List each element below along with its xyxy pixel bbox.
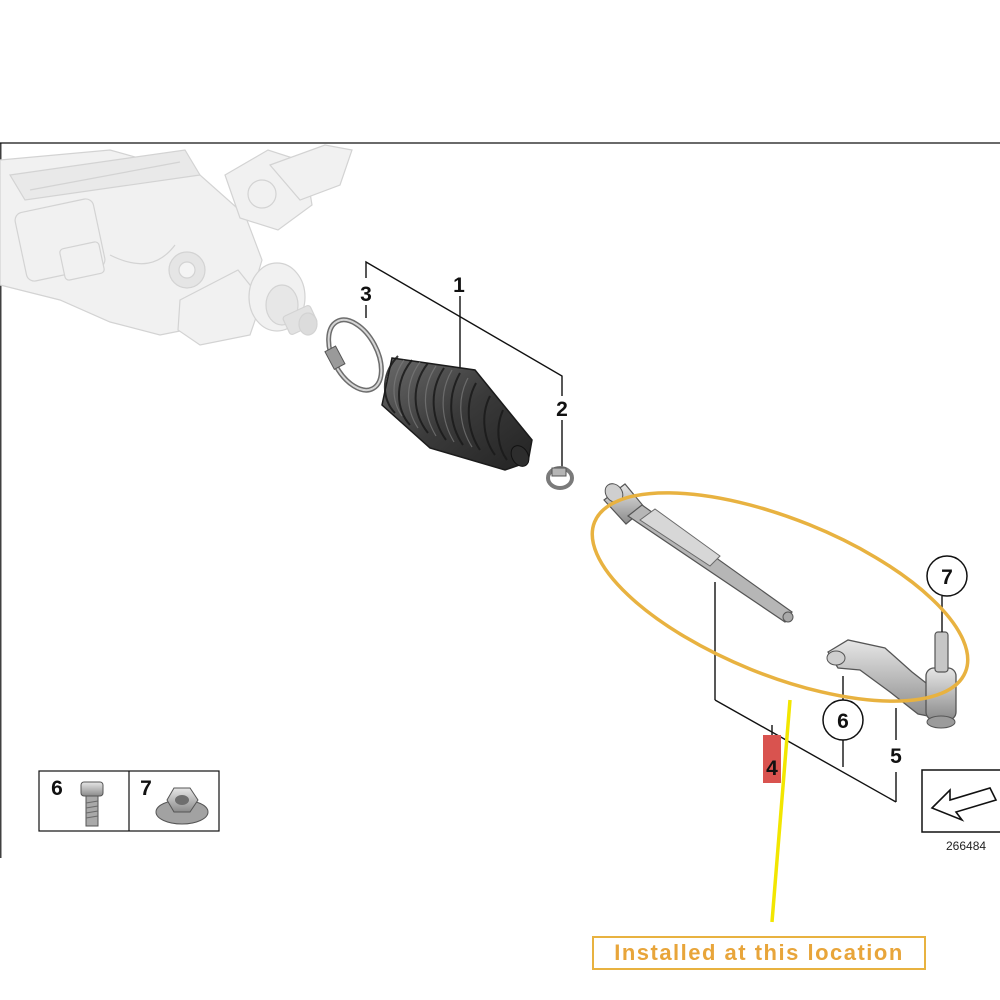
callout-boot: 1: [453, 274, 465, 297]
bolt-icon: [80, 781, 104, 827]
large-hose-clamp: [324, 317, 384, 393]
hardware-legend: 6 7: [38, 770, 220, 832]
steering-rack-housing: [0, 144, 353, 346]
installation-note-text: Installed at this location: [614, 940, 904, 965]
installation-note: Installed at this location: [592, 936, 926, 970]
inner-tie-rod: [603, 483, 794, 623]
arrow-icon: [930, 787, 998, 822]
legend-nut-number: 7: [140, 777, 152, 800]
callout-tie-rod-assembly-highlight: [763, 735, 781, 783]
callout-large-clamp: 3: [360, 283, 372, 306]
callout-tie-rod-assembly: 4: [766, 757, 778, 780]
highlight-ellipse: [590, 491, 970, 703]
callout-bolt-circle: [822, 699, 864, 741]
legend-bolt-number: 6: [51, 777, 63, 800]
small-clamp: [546, 466, 574, 490]
callout-nut: 7: [941, 566, 953, 589]
nut-icon: [155, 787, 209, 825]
callout-bolt: 6: [837, 710, 849, 733]
pointer-line: [770, 699, 792, 923]
leader-lines-boot: [365, 260, 563, 468]
diagram-reference-box: 266484: [921, 769, 1000, 853]
diagram-ref-number: 266484: [946, 839, 986, 853]
callout-tie-rod-end: 5: [890, 745, 902, 768]
callout-small-clamp: 2: [556, 398, 568, 421]
bellows-boot: [381, 355, 533, 471]
callout-nut-circle: [926, 555, 968, 597]
tie-rod-end: [826, 631, 957, 729]
